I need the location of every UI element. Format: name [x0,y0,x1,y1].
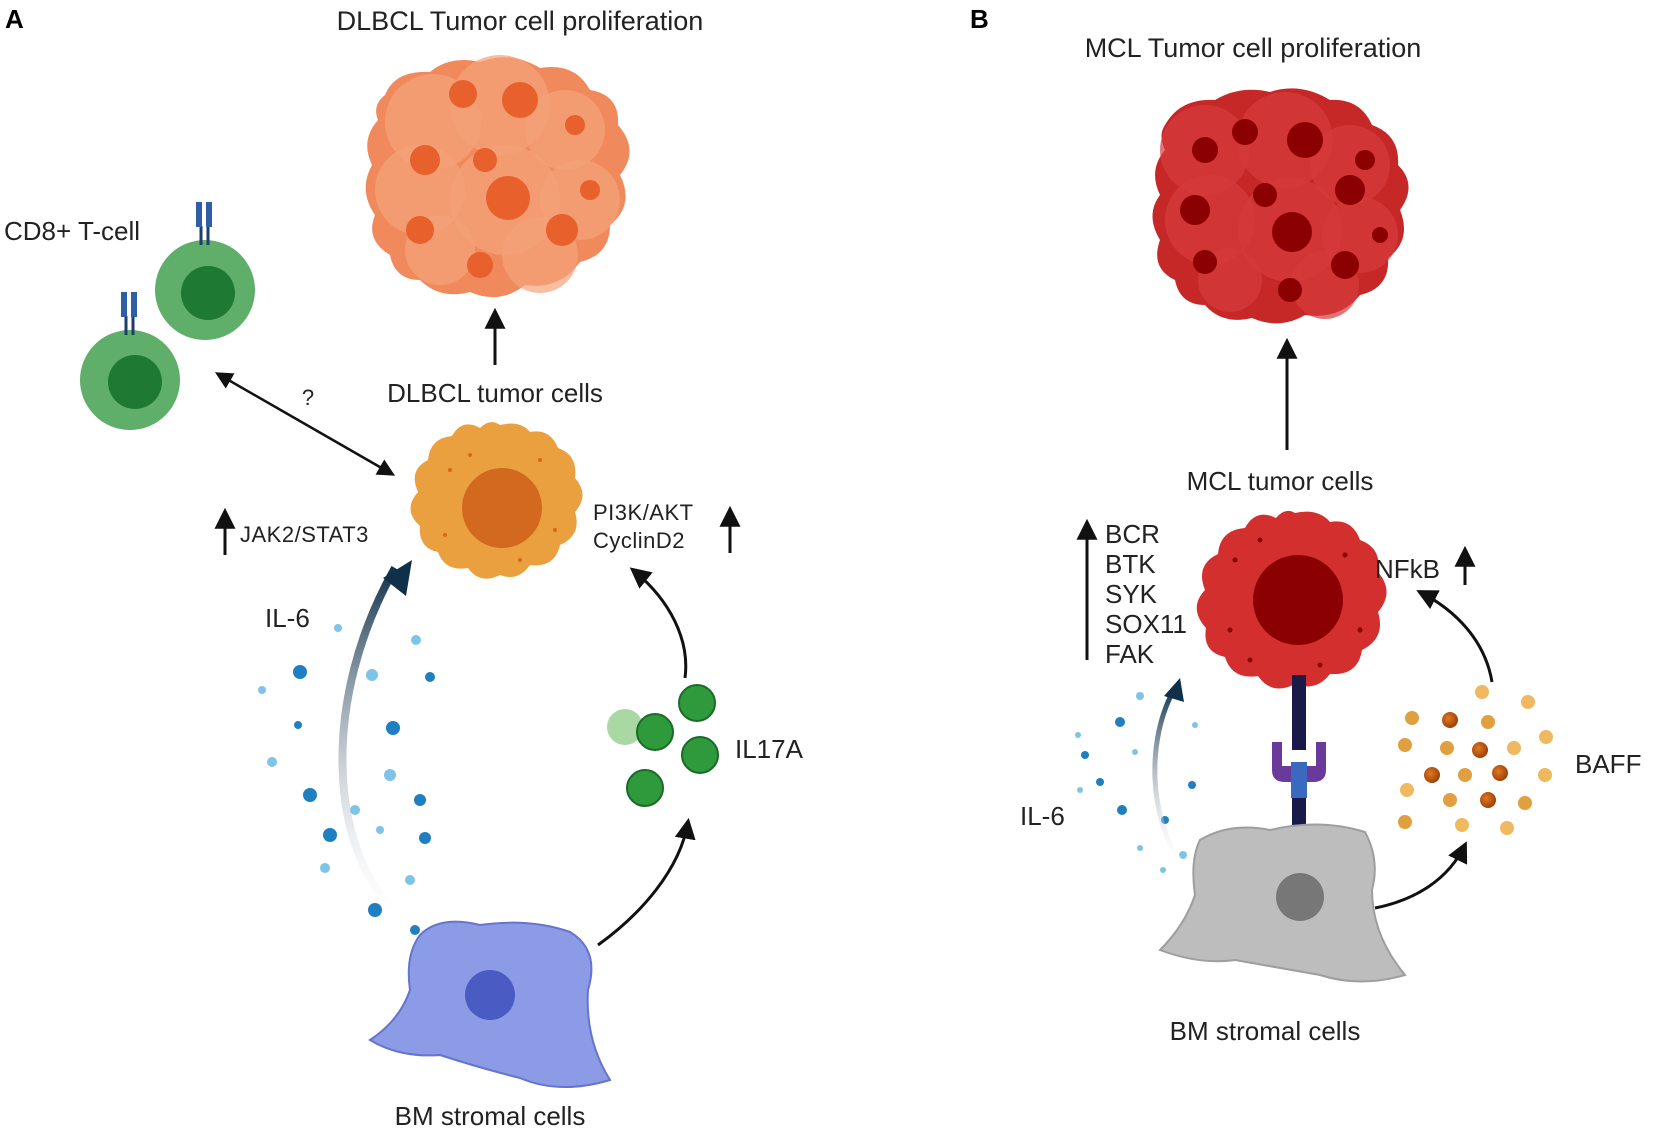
il6-label-b: IL-6 [1020,801,1065,831]
question-mark: ? [302,385,314,410]
stromal-to-il17a-arrow [597,817,696,947]
jak2-stat3-label: JAK2/STAT3 [240,522,369,547]
pathway-fak: FAK [1105,639,1155,669]
dlbcl-tumor-cluster [365,55,630,298]
baff-particles [1398,685,1553,835]
panel-a-letter: A [5,4,24,34]
pathway-syk: SYK [1105,579,1158,609]
panel-a-title: DLBCL Tumor cell proliferation [337,6,704,36]
pi3k-akt-label: PI3K/AKT [593,500,694,525]
nfkb-label: NFkB [1375,554,1440,584]
il6-label-a: IL-6 [265,603,310,633]
bm-stromal-label-b: BM stromal cells [1170,1016,1361,1046]
il17a-to-tumor-arrow [629,567,688,679]
cd8-tcell [155,202,255,340]
panel-b: B MCL Tumor cell proliferation [970,4,1641,1046]
dlbcl-tumor-cells-label: DLBCL tumor cells [387,378,603,408]
cd8-tcell-label: CD8+ T-cell [4,216,140,246]
pathway-btk: BTK [1105,549,1156,579]
stromal-to-baff-arrow [1374,841,1468,910]
dlbcl-tumor-cell [410,422,583,579]
panel-b-title: MCL Tumor cell proliferation [1085,33,1422,63]
il6-curved-arrow-b [1152,686,1183,862]
pathway-sox11: SOX11 [1105,609,1187,639]
il6-curved-arrow-a [338,566,399,913]
mcl-tumor-cell [1196,510,1387,689]
bm-stromal-label-a: BM stromal cells [395,1101,586,1131]
baff-to-tumor-arrow [1416,590,1494,683]
cd8-tcell [80,292,180,430]
cyclind2-label: CyclinD2 [593,528,685,553]
mcl-tumor-cluster [1152,88,1409,324]
il6-particles-b [1075,692,1198,873]
bm-stromal-cell-a [368,920,612,1088]
bm-stromal-cell-b [1158,823,1407,983]
il17a-label: IL17A [735,734,804,764]
mcl-tumor-cells-label: MCL tumor cells [1187,466,1374,496]
panel-b-letter: B [970,4,989,34]
il6-particles-a [258,624,435,935]
il17a-particles [607,684,719,807]
pathway-bcr: BCR [1105,519,1160,549]
panel-a: A DLBCL Tumor cell proliferation [4,4,804,1131]
baff-label: BAFF [1575,749,1641,779]
tcell-interaction-arrow [214,372,396,476]
